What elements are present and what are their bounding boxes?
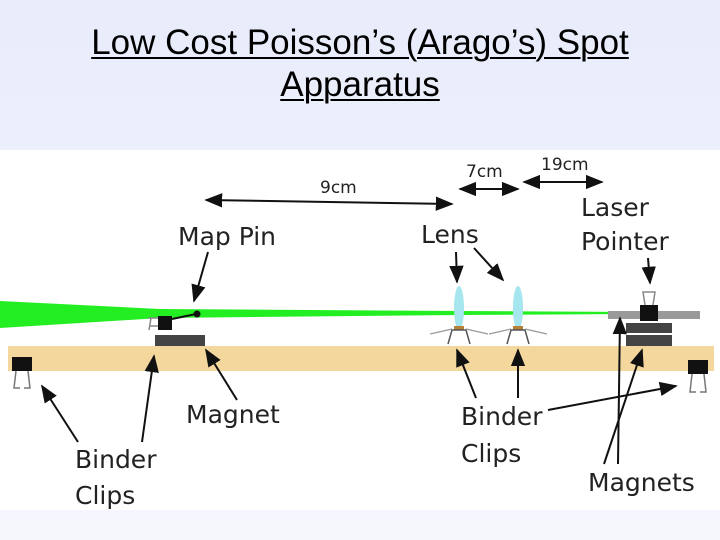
arrow-magnets-2 [612,316,627,465]
magnet-left [155,335,205,346]
arrow-binder-center-1 [456,348,477,399]
arrow-lens-2 [473,247,505,282]
arrow-binder-left-2 [141,354,159,443]
dim-label-19cm: 19cm [541,155,589,175]
binder-clip-left [12,357,32,389]
optical-bench [8,346,714,371]
label-binder-clips-left-line1: Binder [75,445,157,474]
label-binder-clips-left-line2: Clips [75,481,135,510]
title-line-2: Apparatus [280,65,440,104]
dim-label-9cm: 9cm [320,178,357,198]
label-binder-clips-center-line2: Clips [461,439,521,468]
arrow-binder-center-3 [547,381,678,411]
leader-arrows [41,247,678,465]
title-line-1: Low Cost Poisson’s (Arago’s) Spot [91,23,629,62]
map-pin-assembly [148,310,205,346]
label-magnets: Magnets [588,468,695,497]
binder-clip-right [688,360,708,393]
arrow-magnets-1 [603,348,644,465]
dim-label-7cm: 7cm [466,162,503,182]
label-laser-line2: Pointer [581,227,669,256]
slide-title: Low Cost Poisson’s (Arago’s) Spot Appara… [0,22,720,106]
arrow-lens-1 [449,251,464,284]
apparatus-diagram: 9cm 7cm 19cm Map Pin Lens Laser Pointer … [0,150,720,510]
laser-pointer-assembly [608,291,700,346]
magnet-right-bottom [626,335,672,346]
arrow-binder-left-1 [41,384,79,443]
label-magnet: Magnet [186,400,280,429]
arrow-map-pin [191,251,209,303]
label-map-pin: Map Pin [178,222,276,251]
dim-arrow-9cm [204,193,454,211]
label-laser-line1: Laser [581,193,650,222]
label-lens: Lens [421,220,479,249]
laser-beam [0,301,640,328]
map-pin-head [193,310,201,318]
arrow-laser [641,257,656,285]
diagram-canvas: 9cm 7cm 19cm Map Pin Lens Laser Pointer … [0,155,714,510]
label-binder-clips-center-line1: Binder [461,402,543,431]
arrow-magnet [205,348,238,401]
lens-2 [488,286,548,345]
lens-1 [429,286,489,345]
magnet-right-top [626,323,672,333]
